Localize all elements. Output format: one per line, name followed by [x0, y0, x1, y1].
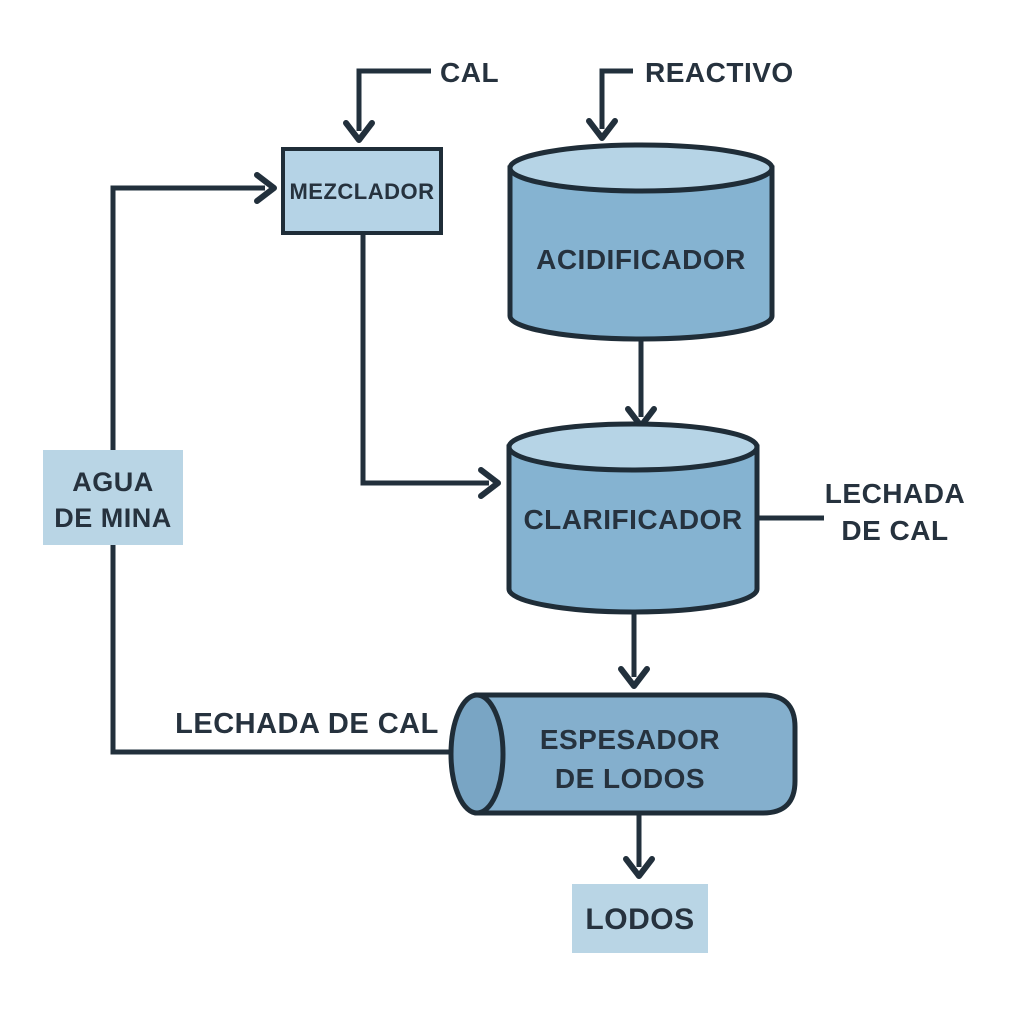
arrowhead-right	[254, 172, 277, 204]
clarificador-body	[506, 444, 760, 615]
acidificador-top	[507, 142, 775, 194]
clarificador-top	[506, 421, 760, 473]
acidificador-body	[507, 165, 775, 342]
arrowhead-down	[623, 856, 655, 879]
node-agua-de-mina: AGUA DE MINA	[43, 450, 183, 545]
acidificador-label: ACIDIFICADOR	[536, 244, 746, 275]
arrowhead-down	[618, 666, 650, 689]
node-lodos: LODOS	[572, 884, 708, 953]
lechada-right-line1: LECHADA	[825, 478, 965, 509]
edge-line	[599, 68, 633, 129]
reactivo-label: REACTIVO	[645, 57, 794, 88]
lechada-de-cal-right-label: LECHADA DE CAL	[825, 478, 965, 546]
lechada-right-line2: DE CAL	[841, 515, 948, 546]
edge-line	[356, 68, 431, 131]
node-espesador-de-lodos: ESPESADOR DE LODOS	[448, 692, 798, 816]
agua-de-mina-label-line2: DE MINA	[54, 503, 172, 533]
edge-agua-de-mina-to-espesador	[110, 545, 454, 755]
edge-line	[110, 185, 265, 450]
edge-clarificador-to-espesador	[618, 613, 650, 689]
edge-espesador-to-lodos	[623, 815, 655, 879]
lodos-box	[572, 884, 708, 953]
edge-cal-to-mezclador	[343, 68, 431, 143]
espesador-label-line2: DE LODOS	[555, 763, 705, 794]
cal-label: CAL	[440, 57, 499, 88]
edge-reactivo-to-acidificador	[586, 68, 633, 141]
edge-line	[360, 233, 489, 486]
clarificador-label: CLARIFICADOR	[523, 504, 742, 535]
edge-mezclador-to-clarificador	[360, 233, 501, 499]
arrowhead-down	[343, 120, 375, 143]
arrowhead-down	[586, 118, 618, 141]
espesador-cap	[448, 692, 506, 816]
agua-de-mina-box	[43, 450, 183, 545]
espesador-body	[474, 692, 798, 816]
edge-line	[110, 545, 454, 755]
node-acidificador: ACIDIFICADOR	[507, 142, 775, 342]
edge-agua-de-mina-to-mezclador	[110, 172, 277, 450]
mezclador-box	[281, 147, 443, 235]
edge-acidificador-to-clarificador	[625, 340, 657, 429]
arrowhead-right	[478, 467, 501, 499]
espesador-label-line1: ESPESADOR	[540, 724, 720, 755]
node-clarificador: CLARIFICADOR	[506, 421, 760, 615]
node-mezclador: MEZCLADOR	[281, 147, 443, 235]
agua-de-mina-label-line1: AGUA	[72, 467, 154, 497]
lodos-label: LODOS	[585, 903, 694, 936]
lechada-de-cal-bottom-label: LECHADA DE CAL	[175, 708, 439, 740]
mezclador-label: MEZCLADOR	[289, 179, 434, 204]
